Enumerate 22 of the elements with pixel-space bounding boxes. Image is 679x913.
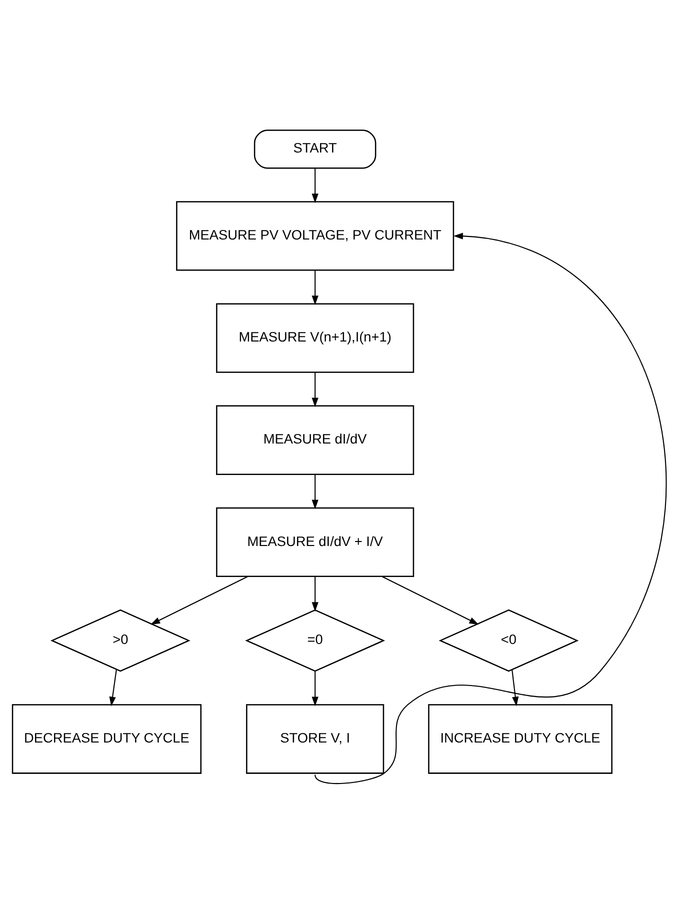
node-diamond: <0 [438,608,579,672]
arrow [382,576,479,624]
node-diamond: =0 [245,608,386,672]
node-box: DECREASE DUTY CYCLE [12,704,202,774]
node-box: START [254,129,376,168]
arrow [109,668,117,706]
arrow [312,372,318,407]
arrow [314,232,666,784]
arrow [312,576,318,612]
arrow [312,474,318,509]
node-box: MEASURE dI/dV [216,404,414,474]
node-box: MEASURE dI/dV + I/V [216,506,414,577]
node-diamond: >0 [50,608,190,672]
arrow [312,168,318,203]
arrow [150,576,248,624]
node-box: STORE V, I [246,704,384,774]
arrow [312,671,318,706]
node-box: INCREASE DUTY CYCLE [428,704,612,774]
node-box: MEASURE V(n+1),I(n+1) [216,302,414,372]
arrow [312,270,318,305]
arrow [512,669,519,706]
node-box: MEASURE PV VOLTAGE, PV CURRENT [176,200,454,270]
